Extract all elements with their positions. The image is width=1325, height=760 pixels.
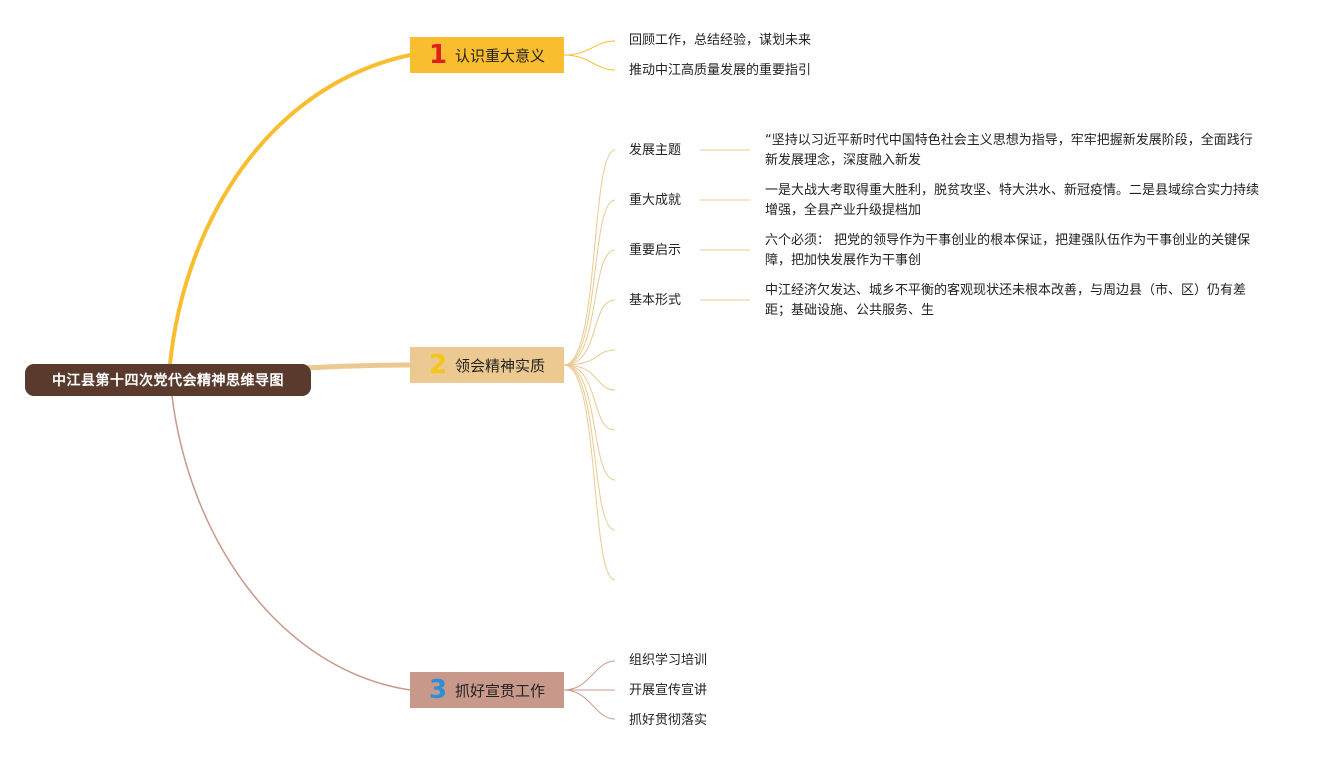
connector-root-branch-3	[171, 395, 411, 691]
root-node[interactable]: 中江县第十四次党代会精神思维导图	[25, 364, 311, 396]
branch-number-2: 2	[428, 350, 448, 380]
branch-node-1[interactable]: 1 认识重大意义	[410, 37, 564, 73]
connector-b2-leaf-7	[563, 364, 616, 431]
connector-b2-leaf-2	[563, 199, 616, 366]
connector-b3-leaf-1	[563, 660, 616, 691]
leaf-b2-2[interactable]: 重大成就	[629, 193, 682, 208]
detail-b2-3[interactable]: 六个必须： 把党的领导作为干事创业的根本保证，把建强队伍作为干事创业的关键保障，…	[765, 233, 1251, 268]
connector-b2-leaf-3	[563, 249, 616, 366]
leaf-b3-1[interactable]: 组织学习培训	[629, 653, 708, 668]
leaf-b2-4[interactable]: 基本形式	[629, 293, 682, 308]
connector-b2-leaf-10	[563, 364, 616, 581]
detail-b2-2[interactable]: 一是大战大考取得重大胜利，脱贫攻坚、特大洪水、新冠疫情。二是县域综合实力持续增强…	[765, 183, 1260, 218]
root-title: 中江县第十四次党代会精神思维导图	[52, 373, 284, 389]
leaf-b2-3[interactable]: 重要启示	[629, 243, 682, 258]
leaf-b1-1[interactable]: 回顾工作，总结经验，谋划未来	[629, 33, 812, 48]
detail-b2-1[interactable]: “坚持以习近平新时代中国特色社会主义思想为指导，牢牢把握新发展阶段，全面践行新发…	[765, 133, 1253, 168]
branch-label-3: 抓好宣贯工作	[455, 681, 546, 700]
leaf-b1-2[interactable]: 推动中江高质量发展的重要指引	[629, 63, 812, 78]
connector-root-branch-1	[168, 53, 412, 366]
connector-b2-leaf-1	[563, 149, 616, 366]
detail-b2-4[interactable]: 中江经济欠发达、城乡不平衡的客观现状还未根本改善，与周边县（市、区）仍有差距；基…	[765, 283, 1247, 318]
branch-number-3: 3	[428, 675, 448, 705]
branch-label-1: 认识重大意义	[455, 46, 546, 65]
leaf-b3-2[interactable]: 开展宣传宣讲	[629, 683, 708, 698]
branch-label-2: 领会精神实质	[455, 356, 546, 375]
connector-b1-leaf-1	[563, 40, 616, 56]
connector-b3-leaf-3	[563, 689, 616, 720]
connector-root-branch-2	[302, 362, 413, 371]
connector-b2-leaf-9	[563, 364, 616, 531]
leaf-b2-1[interactable]: 发展主题	[629, 143, 682, 158]
branch-node-2[interactable]: 2 领会精神实质	[410, 347, 564, 383]
connector-b2-leaf-8	[563, 364, 616, 481]
connector-b2-leaf-5	[563, 349, 616, 366]
connector-b2-leaf-6	[563, 364, 616, 391]
branch-number-1: 1	[428, 40, 448, 70]
branch-node-3[interactable]: 3 抓好宣贯工作	[410, 672, 564, 708]
connector-b1-leaf-2	[563, 54, 616, 71]
leaf-b3-3[interactable]: 抓好贯彻落实	[629, 713, 708, 728]
connector-b2-leaf-4	[563, 299, 616, 366]
